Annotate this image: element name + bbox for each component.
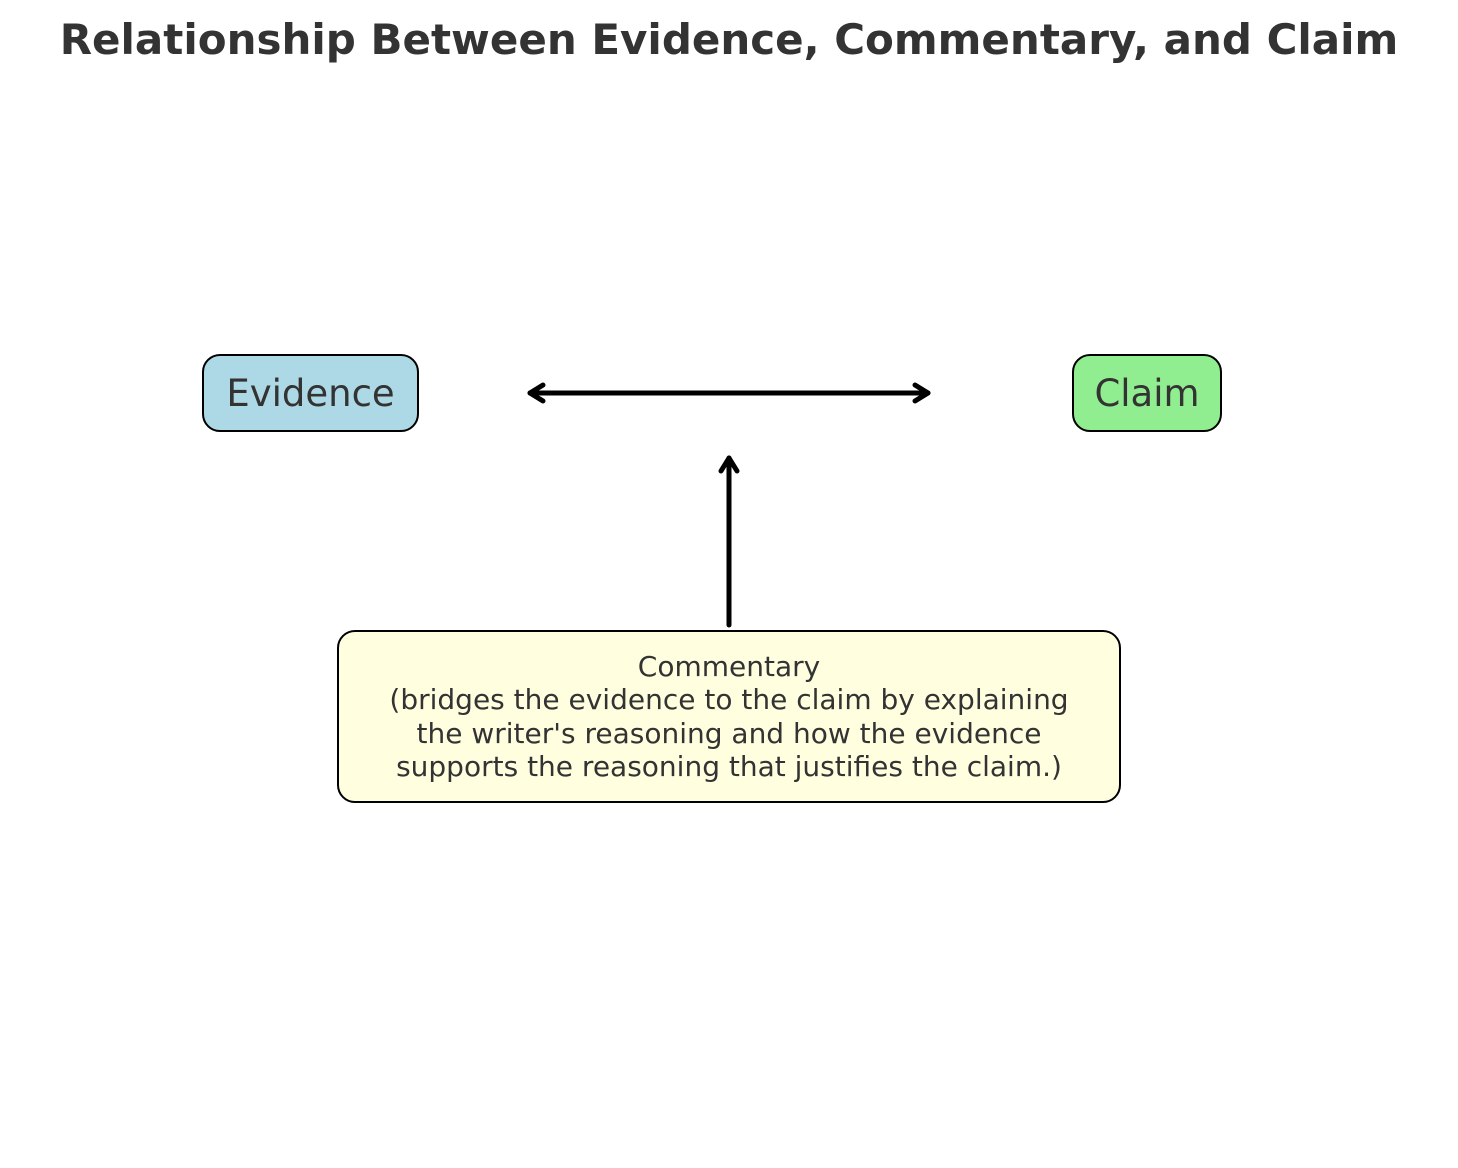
left-arrowhead [527, 382, 546, 404]
evidence-node: Evidence [202, 354, 419, 432]
up-arrow-commentary [718, 455, 740, 628]
commentary-line-2: the writer's reasoning and how the evide… [416, 716, 1042, 750]
claim-label: Claim [1094, 371, 1200, 415]
double-arrow-evidence-claim [527, 382, 931, 404]
right-arrowhead [912, 382, 931, 404]
commentary-title: Commentary [637, 649, 821, 683]
up-arrowhead [718, 455, 740, 474]
commentary-line-3: supports the reasoning that justifies th… [396, 750, 1062, 783]
diagram-title: Relationship Between Evidence, Commentar… [59, 15, 1399, 64]
claim-node: Claim [1072, 354, 1222, 432]
commentary-node: Commentary (bridges the evidence to the … [337, 630, 1121, 803]
evidence-label: Evidence [226, 371, 395, 415]
commentary-line-1: (bridges the evidence to the claim by ex… [389, 683, 1069, 716]
